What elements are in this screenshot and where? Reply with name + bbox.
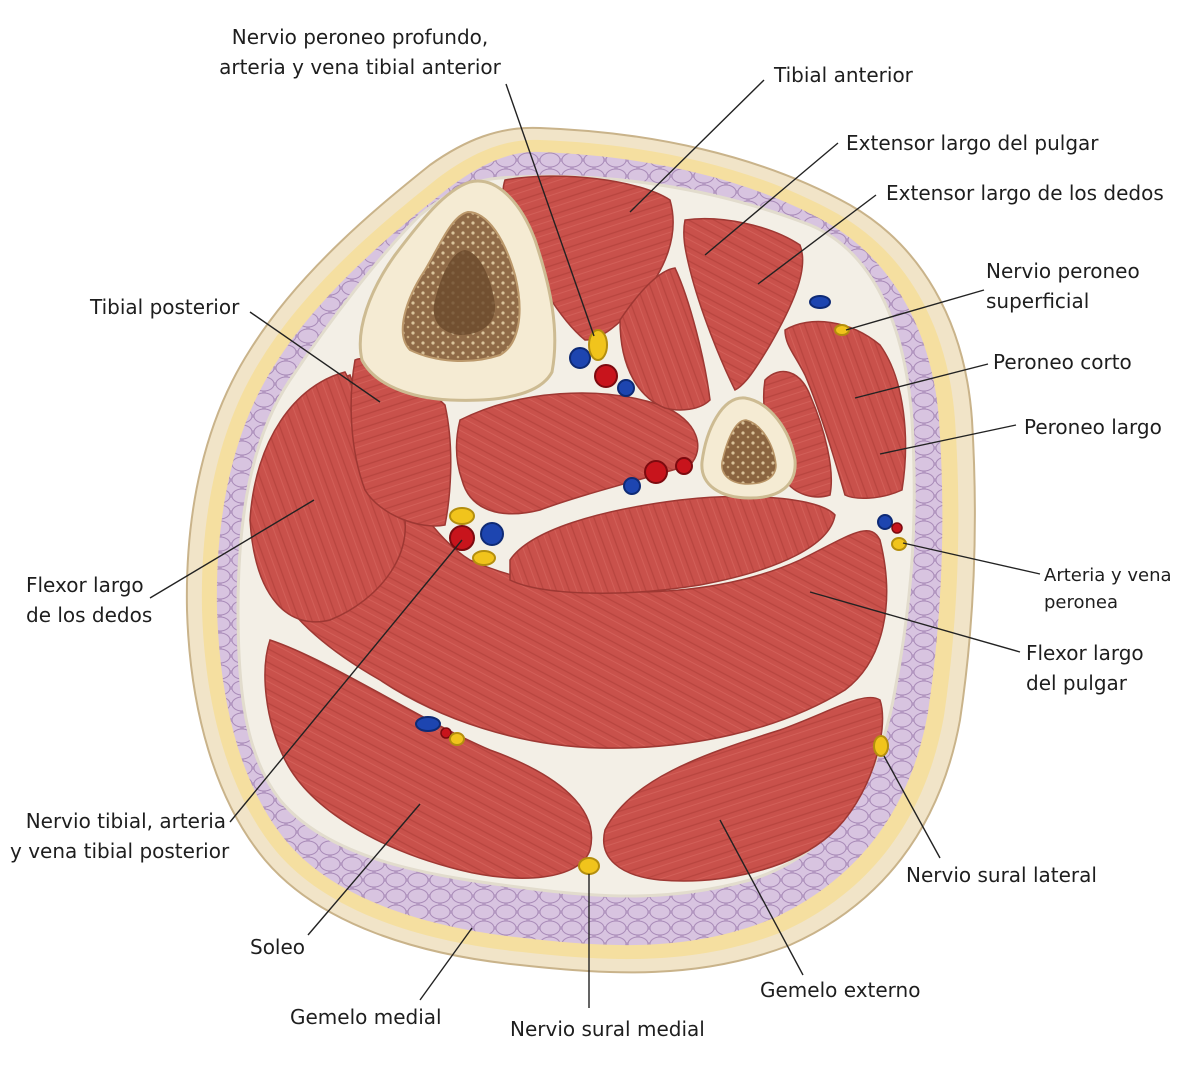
leader-soleus <box>307 803 421 936</box>
label-peroneus-brevis: Peroneo corto <box>993 350 1132 374</box>
muscle-extensor-hallucis-longus <box>619 267 711 411</box>
label-tibial-nerve: Nervio tibial, arteria y vena tibial pos… <box>10 806 230 866</box>
label-tibial-nerve-line1: Nervio tibial, arteria <box>25 809 226 833</box>
leader-peroneal-vessels <box>902 542 1041 575</box>
sp-vein <box>809 295 831 309</box>
medial-sural-nerve <box>578 857 600 875</box>
label-ext-digitorum: Extensor largo de los dedos <box>886 181 1164 205</box>
muscles <box>249 175 907 882</box>
leader-tibialis-posterior <box>249 311 381 403</box>
superficial-peroneal-nerve <box>834 324 850 336</box>
posterior-tibial-vein <box>480 522 504 546</box>
leader-flexor-digitorum <box>149 499 315 599</box>
neurovascular-bundles <box>415 295 907 875</box>
leader-superficial-peroneal <box>845 289 985 331</box>
bones <box>358 179 797 500</box>
leader-flexor-hallucis <box>809 591 1021 653</box>
label-flexor-hallucis-line2: del pulgar <box>1026 671 1128 695</box>
fibula-marrow <box>721 419 777 485</box>
leader-peroneus-longus <box>879 424 1017 455</box>
label-tibialis-anterior: Tibial anterior <box>774 63 913 87</box>
posterior-tibial-artery <box>449 525 475 551</box>
label-flexor-hallucis-line1: Flexor largo <box>1026 641 1144 665</box>
muscle-extensor-digitorum-longus <box>683 217 804 392</box>
anterior-tibial-bundle <box>569 329 635 397</box>
label-deep-peroneal-line2: arteria y vena tibial anterior <box>219 55 501 79</box>
muscle-flexor-hallucis-longus <box>509 495 836 594</box>
muscle-peroneus-longus <box>784 320 907 500</box>
tibia-marrow-center <box>433 250 496 335</box>
leader-ext-digitorum <box>757 194 877 285</box>
label-soleus: Soleo <box>250 935 306 959</box>
tibial-nerve-2 <box>472 550 496 566</box>
peroneal-bundle <box>877 514 907 551</box>
superficial-peroneal-bundle <box>809 295 850 336</box>
leader-ext-hallucis <box>704 142 839 256</box>
peroneal-vein <box>877 514 893 530</box>
leader-peroneus-brevis <box>854 363 989 399</box>
interosseous-vessels <box>623 457 693 495</box>
label-lateral-sural: Nervio sural lateral <box>906 863 1097 887</box>
leader-tibialis-anterior <box>629 79 765 213</box>
leader-lateral-sural <box>883 755 941 859</box>
peroneal-vein-inner <box>623 477 641 495</box>
peroneal-nerve-small <box>891 537 907 551</box>
peroneal-artery-inner <box>644 460 668 484</box>
label-gastroc-lateral: Gemelo externo <box>760 978 921 1002</box>
anterior-tibial-artery <box>594 364 618 388</box>
leader-gastroc-medial <box>419 927 473 1001</box>
label-tibial-nerve-line2: y vena tibial posterior <box>10 839 230 863</box>
sural-artery <box>440 727 452 739</box>
label-medial-sural: Nervio sural medial <box>510 1017 705 1041</box>
label-flexor-digitorum: Flexor largo de los dedos <box>26 570 152 630</box>
label-peroneus-longus: Peroneo largo <box>1024 415 1162 439</box>
sural-nerve-small <box>449 732 465 746</box>
label-flexor-hallucis: Flexor largo del pulgar <box>1026 638 1144 698</box>
posterior-tibial-bundle <box>449 507 504 566</box>
deep-peroneal-nerve <box>588 329 608 361</box>
label-gastroc-medial: Gemelo medial <box>290 1005 442 1029</box>
label-flexor-digitorum-line1: Flexor largo <box>26 573 144 597</box>
label-peroneal-vessels-line1: Arteria y vena <box>1044 565 1172 586</box>
anterior-tibial-vein <box>569 347 591 369</box>
label-tibialis-posterior: Tibial posterior <box>90 295 240 319</box>
leader-tibial-nerve <box>229 539 463 823</box>
leader-deep-peroneal <box>505 83 595 337</box>
label-deep-peroneal: Nervio peroneo profundo, arteria y vena … <box>210 22 510 82</box>
label-superficial-peroneal-line2: superficial <box>986 289 1090 313</box>
label-peroneal-vessels: Arteria y vena peronea <box>1044 562 1172 616</box>
anterior-tibial-vein-2 <box>617 379 635 397</box>
sural-vessels-bundle <box>415 716 465 746</box>
label-flexor-digitorum-line2: de los dedos <box>26 603 153 627</box>
tibial-nerve-1 <box>449 507 475 525</box>
peroneal-artery <box>891 522 903 534</box>
vessel-small <box>675 457 693 475</box>
lateral-sural-nerve <box>873 735 889 757</box>
label-peroneal-vessels-line2: peronea <box>1044 592 1119 613</box>
label-deep-peroneal-line1: Nervio peroneo profundo, <box>231 25 489 49</box>
small-saphenous-vein <box>415 716 441 732</box>
label-superficial-peroneal: Nervio peroneo superficial <box>986 256 1140 316</box>
leader-lines <box>149 79 1041 1008</box>
label-ext-hallucis: Extensor largo del pulgar <box>846 131 1099 155</box>
leader-gastroc-lateral <box>719 819 804 976</box>
label-superficial-peroneal-line1: Nervio peroneo <box>986 259 1140 283</box>
